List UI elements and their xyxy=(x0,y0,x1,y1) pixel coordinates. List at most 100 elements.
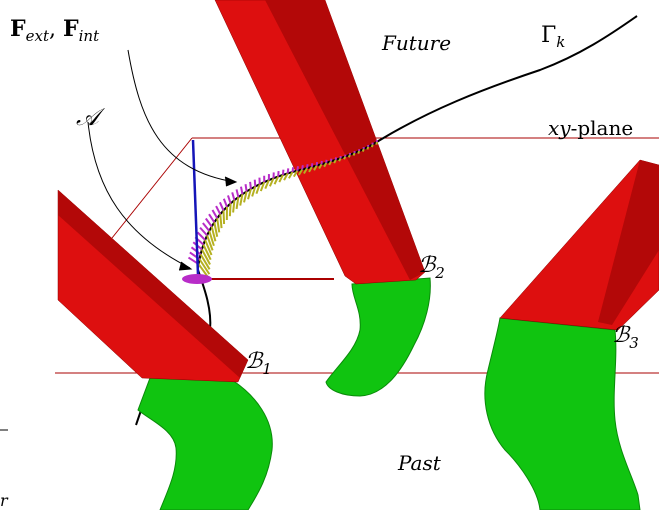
external-force-tick xyxy=(338,157,342,162)
external-force-hatching xyxy=(197,141,378,280)
body-1 xyxy=(57,189,273,510)
internal-force-tick xyxy=(196,231,206,241)
forces-label: Fext, Fint xyxy=(10,16,100,45)
internal-force-tick xyxy=(215,205,222,215)
external-force-tick xyxy=(313,165,318,171)
external-force-tick xyxy=(268,177,275,187)
external-force-tick xyxy=(243,191,248,203)
internal-force-tick xyxy=(205,217,213,228)
contact-label: 𝒜 xyxy=(76,103,106,131)
body-2-green-part xyxy=(325,277,431,397)
margin-char: r xyxy=(0,491,9,510)
internal-force-tick xyxy=(310,163,314,168)
body-3-red-shade xyxy=(598,160,659,325)
external-force-tick xyxy=(352,152,356,156)
external-force-tick xyxy=(366,146,370,150)
external-force-tick xyxy=(235,196,240,210)
external-force-tick xyxy=(202,244,212,261)
external-force-tick xyxy=(347,154,351,158)
contact-point-marker xyxy=(182,274,212,284)
external-force-tick xyxy=(308,166,313,173)
body-1-green-part xyxy=(137,377,273,510)
external-force-tick xyxy=(328,160,332,166)
internal-force-tick xyxy=(227,195,232,204)
external-force-tick xyxy=(255,183,261,194)
external-force-tick xyxy=(259,181,266,192)
external-force-tick xyxy=(251,186,257,197)
internal-force-tick xyxy=(253,179,257,187)
internal-force-tick xyxy=(286,168,290,174)
internal-force-tick xyxy=(211,209,219,219)
body-2-label: ℬ2 xyxy=(418,253,445,282)
internal-force-tick xyxy=(296,166,299,171)
external-force-tick xyxy=(283,172,289,181)
curve-label: Γk xyxy=(541,23,565,51)
external-force-tick xyxy=(198,258,211,275)
external-force-tick xyxy=(333,159,337,164)
external-force-tick xyxy=(264,179,270,190)
external-force-tick xyxy=(204,239,213,256)
future-label: Future xyxy=(381,31,451,55)
external-force-tick xyxy=(232,200,236,213)
internal-force-tick xyxy=(235,189,240,198)
external-force-tick xyxy=(357,150,361,154)
external-force-tick xyxy=(318,163,323,169)
external-force-tick xyxy=(213,222,219,237)
external-force-tick xyxy=(206,235,214,251)
external-force-tick xyxy=(278,174,284,183)
external-force-tick xyxy=(200,248,211,265)
external-force-tick xyxy=(303,167,308,174)
external-force-tick xyxy=(361,148,365,152)
external-force-tick xyxy=(239,193,244,206)
body-3 xyxy=(484,159,659,510)
internal-force-tick xyxy=(249,181,252,189)
internal-force-tick xyxy=(240,186,244,195)
internal-force-tick xyxy=(222,198,228,208)
internal-force-tick xyxy=(218,201,225,211)
past-label: Past xyxy=(397,451,442,475)
external-force-tick xyxy=(273,176,280,185)
internal-force-tick xyxy=(199,226,208,237)
internal-force-tick xyxy=(291,167,295,173)
body-2-red-shade xyxy=(265,0,425,280)
internal-force-hatching xyxy=(187,139,378,265)
internal-force-tick xyxy=(244,184,248,192)
contact-arrowhead xyxy=(178,261,193,271)
body-3-label: ℬ3 xyxy=(612,323,639,352)
body-2-red-part xyxy=(214,0,426,285)
external-force-tick xyxy=(222,210,226,225)
external-force-tick xyxy=(216,217,221,233)
external-force-tick xyxy=(343,156,347,160)
trajectory-upper xyxy=(197,15,638,269)
external-force-tick xyxy=(199,253,211,270)
internal-force-tick xyxy=(202,222,211,232)
body-3-green-part xyxy=(484,317,641,510)
annotation-arrows xyxy=(87,49,238,271)
plane-left-edge xyxy=(111,137,193,239)
external-force-tick xyxy=(298,168,304,176)
body-1-label: ℬ1 xyxy=(245,349,272,378)
internal-force-tick xyxy=(301,165,304,170)
body-2 xyxy=(214,0,431,397)
plane-label: xy-plane xyxy=(548,116,633,140)
z-axis-line xyxy=(191,139,200,276)
internal-force-tick xyxy=(231,192,236,201)
external-force-tick xyxy=(292,170,299,178)
internal-force-tick xyxy=(306,164,309,169)
external-force-tick xyxy=(210,226,217,242)
forces-arrowhead xyxy=(224,176,238,187)
forces-arrow xyxy=(127,49,236,183)
internal-force-tick xyxy=(208,213,216,223)
body-1-red-shade xyxy=(58,190,248,378)
external-force-tick xyxy=(247,188,252,200)
contact-arrow xyxy=(87,121,191,269)
external-force-tick xyxy=(219,214,223,229)
external-force-tick xyxy=(208,230,215,247)
external-force-tick xyxy=(323,162,328,168)
external-force-tick xyxy=(228,203,232,217)
external-force-tick xyxy=(375,141,378,145)
external-force-tick xyxy=(288,171,294,179)
external-force-tick xyxy=(370,144,374,148)
